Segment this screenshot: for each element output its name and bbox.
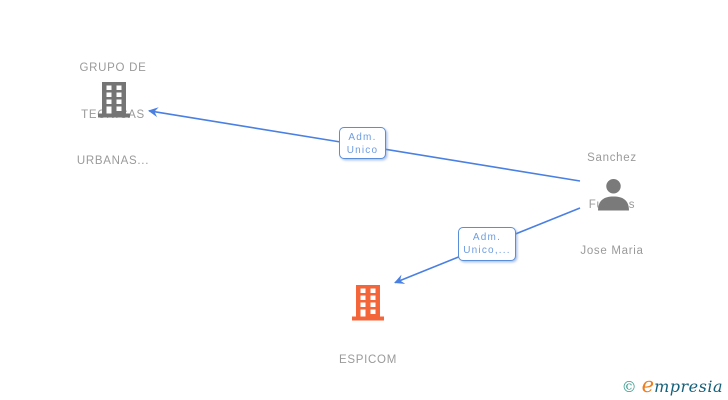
edge-label-adm-unico-etc: Adm. Unico,... — [458, 227, 516, 261]
building-icon — [98, 82, 130, 118]
person-icon — [598, 179, 629, 211]
building-icon — [352, 285, 384, 321]
empresia-logo: © e mpresia — [622, 375, 723, 397]
node-label: ESPICOM 101 SL — [339, 354, 397, 366]
edge-label-adm-unico: Adm. Unico — [339, 127, 386, 159]
logo-brand-first-letter: e — [641, 373, 655, 397]
logo-brand-text: mpresia — [654, 377, 723, 396]
copyright-icon: © — [621, 378, 637, 396]
